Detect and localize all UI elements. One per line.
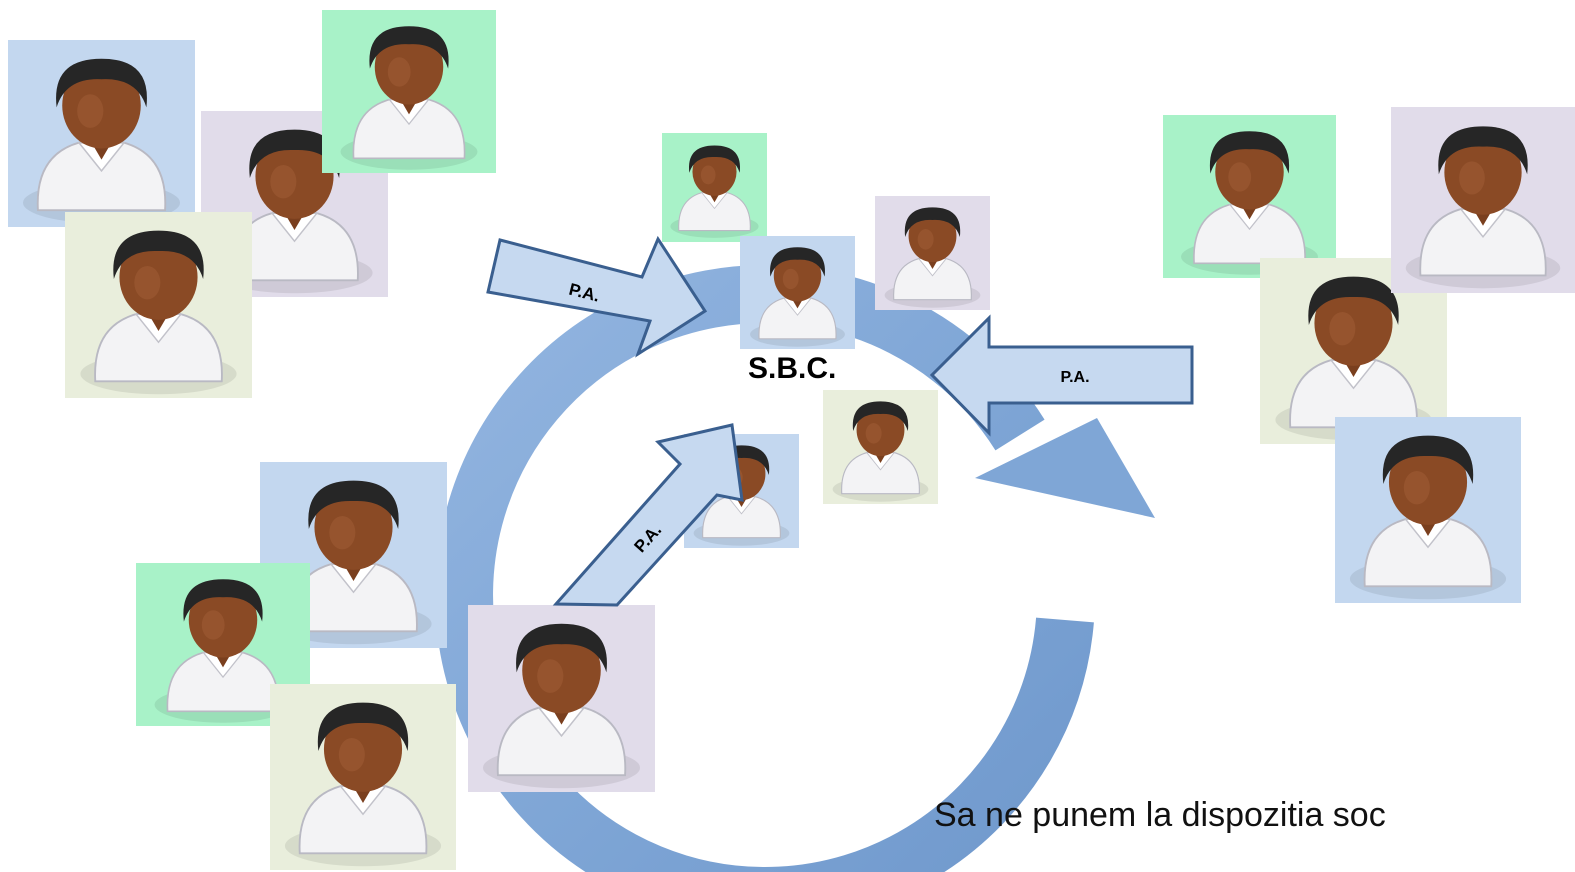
person-avatar-icon xyxy=(884,207,981,308)
person-tile-small xyxy=(662,133,767,242)
person-avatar-icon xyxy=(1349,435,1507,600)
person-tile xyxy=(322,10,496,173)
caption-text: Sa ne punem la dispozitia soc xyxy=(934,796,1386,834)
person-avatar-icon xyxy=(832,401,929,502)
person-avatar-icon xyxy=(750,247,845,347)
person-avatar-icon xyxy=(1275,276,1432,441)
person-tile xyxy=(270,684,456,870)
person-tile-small xyxy=(875,196,990,310)
pa-arrow-right-label: P.A. xyxy=(1060,369,1089,386)
person-tile xyxy=(1391,107,1575,293)
pa-arrow-left: P.A. xyxy=(486,235,708,358)
person-tile xyxy=(8,40,195,227)
person-avatar-icon xyxy=(284,702,442,867)
person-avatar-icon xyxy=(275,480,432,645)
person-avatar-icon xyxy=(340,26,478,170)
person-avatar-icon xyxy=(670,145,759,238)
person-tile xyxy=(136,563,310,726)
center-label: S.B.C. xyxy=(748,352,837,385)
person-tile-small xyxy=(823,390,938,504)
person-tile-small xyxy=(740,236,855,349)
person-tile xyxy=(65,212,252,398)
person-avatar-icon xyxy=(1405,126,1561,289)
person-tile xyxy=(1163,115,1336,278)
person-avatar-icon xyxy=(482,623,641,789)
person-tile xyxy=(1260,258,1447,444)
person-avatar-icon xyxy=(154,579,292,723)
pa-arrow-bottom: P.A. xyxy=(552,423,744,607)
person-avatar-icon xyxy=(80,230,237,395)
pa-arrow-right: P.A. xyxy=(929,314,1194,437)
person-avatar-icon xyxy=(22,58,181,224)
person-tile xyxy=(468,605,655,792)
person-tile xyxy=(1335,417,1521,603)
